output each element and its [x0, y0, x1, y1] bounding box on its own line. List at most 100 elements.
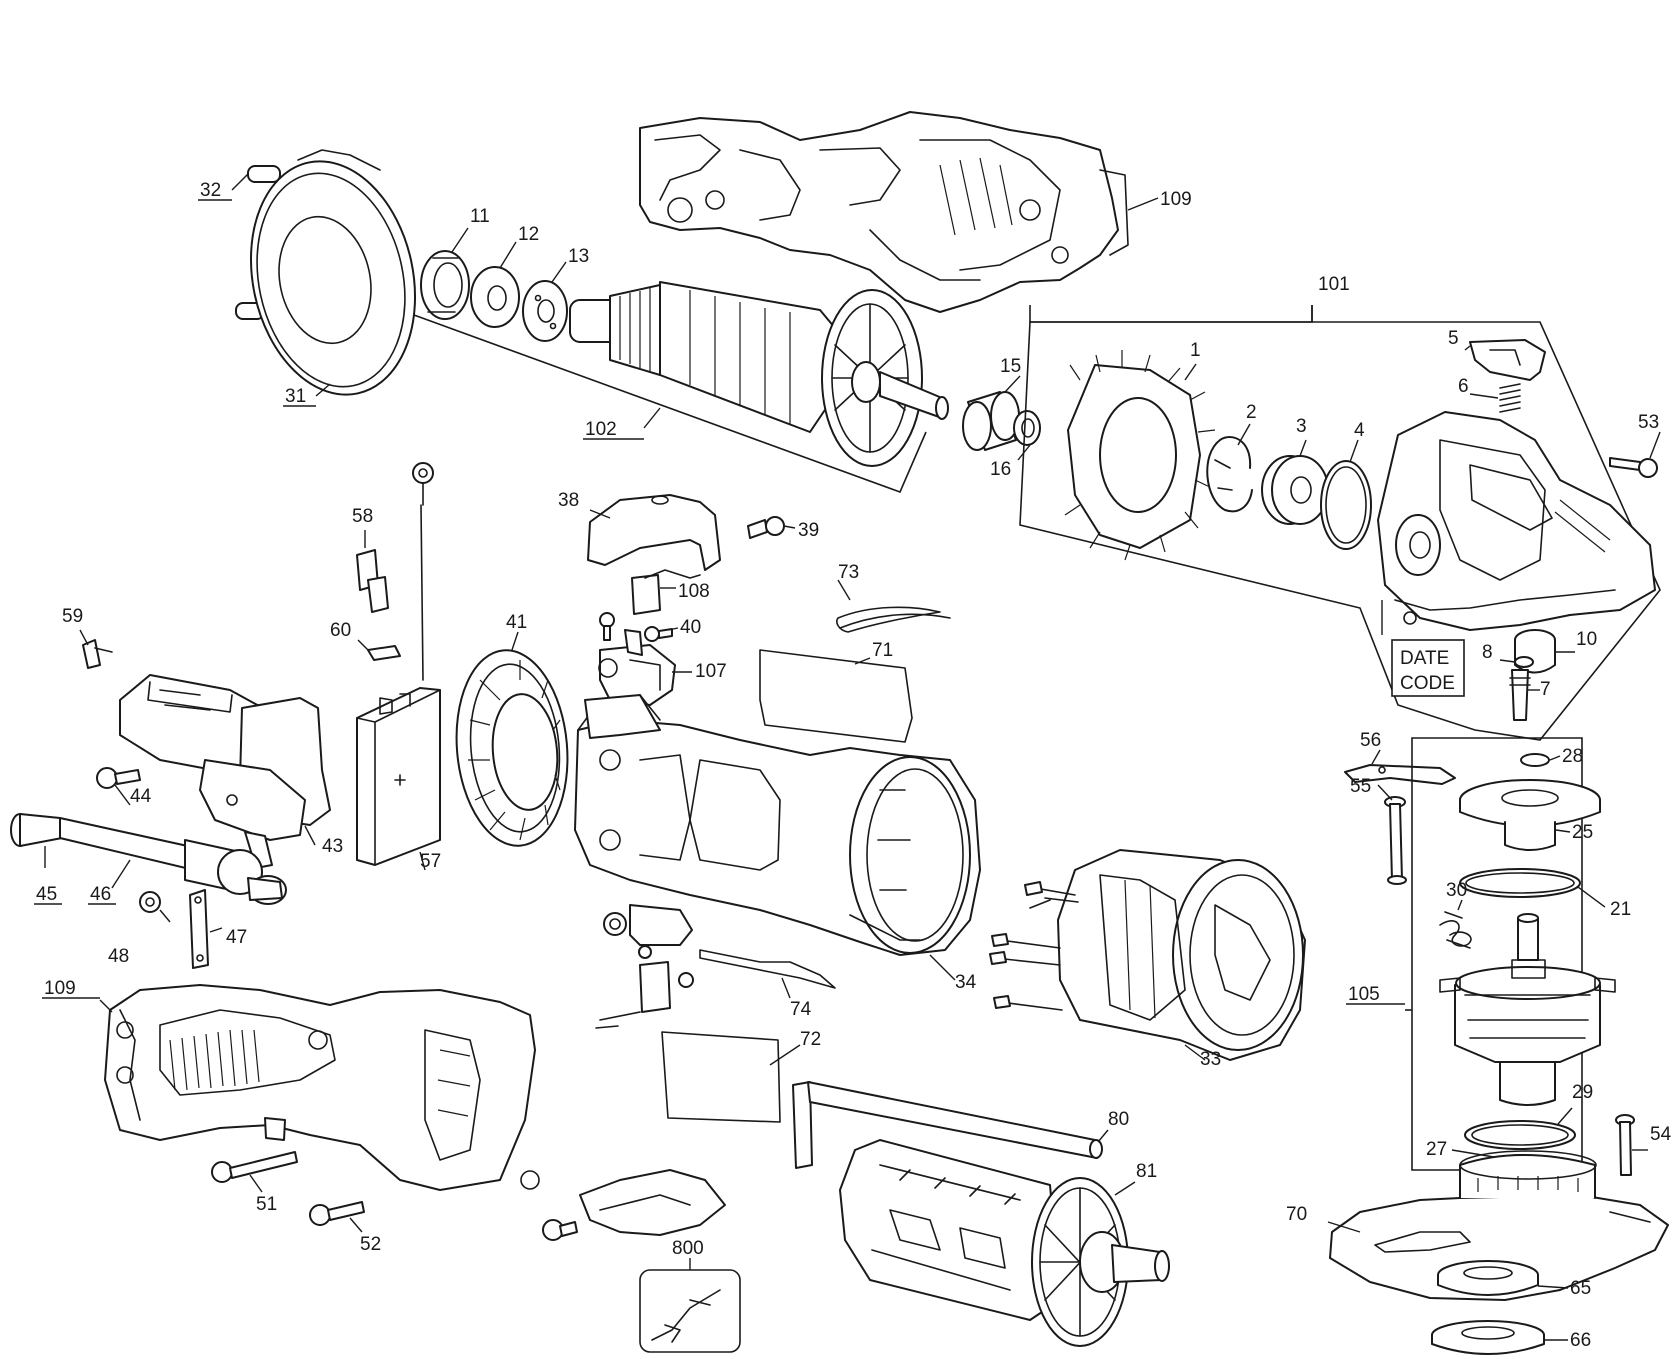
part-callouts: 32 31 11 12 13 102 15 16 109 101 1 2 3 4… — [34, 180, 1672, 1351]
callout-51: 51 — [256, 1194, 277, 1215]
screw-55 — [1384, 796, 1407, 885]
armature-102 — [569, 281, 949, 467]
fan-baffle-1 — [1064, 350, 1216, 561]
screw-44 — [96, 767, 141, 789]
callout-30: 30 — [1446, 880, 1467, 901]
spring-6 — [1499, 383, 1521, 413]
fan-baffle-41 — [455, 649, 569, 847]
end-cover-31 — [249, 149, 417, 396]
clip-59 — [82, 639, 113, 669]
callout-109-bottom: 109 — [44, 978, 76, 999]
callout-53: 53 — [1638, 412, 1659, 433]
callout-109-top: 109 — [1160, 189, 1192, 210]
callout-7: 7 — [1540, 679, 1551, 700]
callout-66: 66 — [1570, 1330, 1591, 1351]
hex-key-80 — [792, 1081, 1103, 1169]
nut-28 — [1520, 753, 1550, 767]
callout-58: 58 — [352, 506, 373, 527]
callout-60: 60 — [330, 620, 351, 641]
date-code-box: DATE CODE — [1391, 639, 1465, 697]
gear-housing-half-top — [639, 111, 1129, 313]
callout-4: 4 — [1354, 420, 1365, 441]
clamp-47 — [189, 889, 209, 969]
callout-47: 47 — [226, 927, 247, 948]
callout-40: 40 — [680, 617, 701, 638]
callout-32: 32 — [200, 180, 221, 201]
lock-button-5 — [1469, 339, 1546, 381]
baffle-13 — [522, 280, 568, 342]
date-code-line1: DATE — [1400, 648, 1449, 669]
o-ring-4 — [1320, 460, 1372, 550]
callout-57: 57 — [420, 851, 441, 872]
date-code-line2: CODE — [1400, 673, 1455, 694]
spindle-assembly-105 — [1439, 913, 1616, 1106]
callout-101: 101 — [1318, 274, 1350, 295]
callout-43: 43 — [322, 836, 343, 857]
brush-58 — [356, 549, 389, 613]
pin-7 — [1509, 669, 1531, 721]
brush-holder-lower — [595, 904, 694, 1029]
label-74 — [699, 949, 836, 989]
callout-28: 28 — [1562, 746, 1583, 767]
flange-66 — [1431, 1320, 1545, 1355]
callout-2: 2 — [1246, 402, 1257, 423]
callout-16: 16 — [990, 459, 1011, 480]
callout-27: 27 — [1426, 1139, 1447, 1160]
callout-59: 59 — [62, 606, 83, 627]
callout-41: 41 — [506, 612, 527, 633]
callout-39: 39 — [798, 520, 819, 541]
retaining-ring-29 — [1464, 1120, 1576, 1150]
screw-39 — [747, 516, 785, 539]
callout-56: 56 — [1360, 730, 1381, 751]
screw-40 — [599, 612, 673, 642]
callout-48: 48 — [108, 946, 129, 967]
cord-protector-45-46 — [10, 813, 287, 905]
field-33 — [1057, 849, 1306, 1061]
callout-44: 44 — [130, 786, 152, 807]
field-leads — [989, 881, 1079, 1011]
brush-cover-38 — [587, 494, 721, 571]
electronic-module-57 — [356, 687, 441, 866]
callout-80: 80 — [1108, 1109, 1129, 1130]
callout-65: 65 — [1570, 1278, 1591, 1299]
callout-54: 54 — [1650, 1124, 1672, 1145]
brush-108 — [631, 569, 701, 615]
screw-52 — [309, 1201, 365, 1226]
switch-43 — [119, 674, 331, 869]
motor-housing-34 — [574, 694, 981, 956]
cord-set-800 — [639, 1269, 741, 1353]
callout-25: 25 — [1572, 822, 1593, 843]
callout-8: 8 — [1482, 642, 1493, 663]
retaining-ring-2 — [1206, 436, 1253, 513]
side-handle-81 — [839, 1139, 1170, 1347]
callout-81: 81 — [1136, 1161, 1157, 1182]
callout-73: 73 — [838, 562, 859, 583]
flange-65 — [1437, 1260, 1539, 1296]
callout-12: 12 — [518, 224, 539, 245]
callout-13: 13 — [568, 246, 589, 267]
flange-25 — [1459, 779, 1601, 851]
callout-71: 71 — [872, 640, 893, 661]
wheel-guard-70 — [1329, 1150, 1669, 1301]
callout-45: 45 — [36, 884, 57, 905]
label-72 — [661, 1031, 781, 1123]
callout-105: 105 — [1348, 984, 1380, 1005]
bearing-3 — [1261, 455, 1329, 525]
callout-1: 1 — [1190, 340, 1201, 361]
callout-72: 72 — [800, 1029, 821, 1050]
callout-70: 70 — [1286, 1204, 1307, 1225]
brush-holder-107 — [598, 629, 676, 706]
callout-74: 74 — [790, 999, 812, 1020]
gear-housing-half-bottom — [104, 984, 540, 1191]
callout-33: 33 — [1200, 1049, 1221, 1070]
nut-16 — [1013, 410, 1041, 446]
callout-10: 10 — [1576, 629, 1597, 650]
callout-34: 34 — [955, 972, 977, 993]
label-71 — [759, 649, 913, 743]
screw-48 — [139, 891, 161, 913]
o-ring-21 — [1459, 868, 1581, 898]
callout-107: 107 — [695, 661, 727, 682]
screw-53 — [1609, 457, 1658, 478]
